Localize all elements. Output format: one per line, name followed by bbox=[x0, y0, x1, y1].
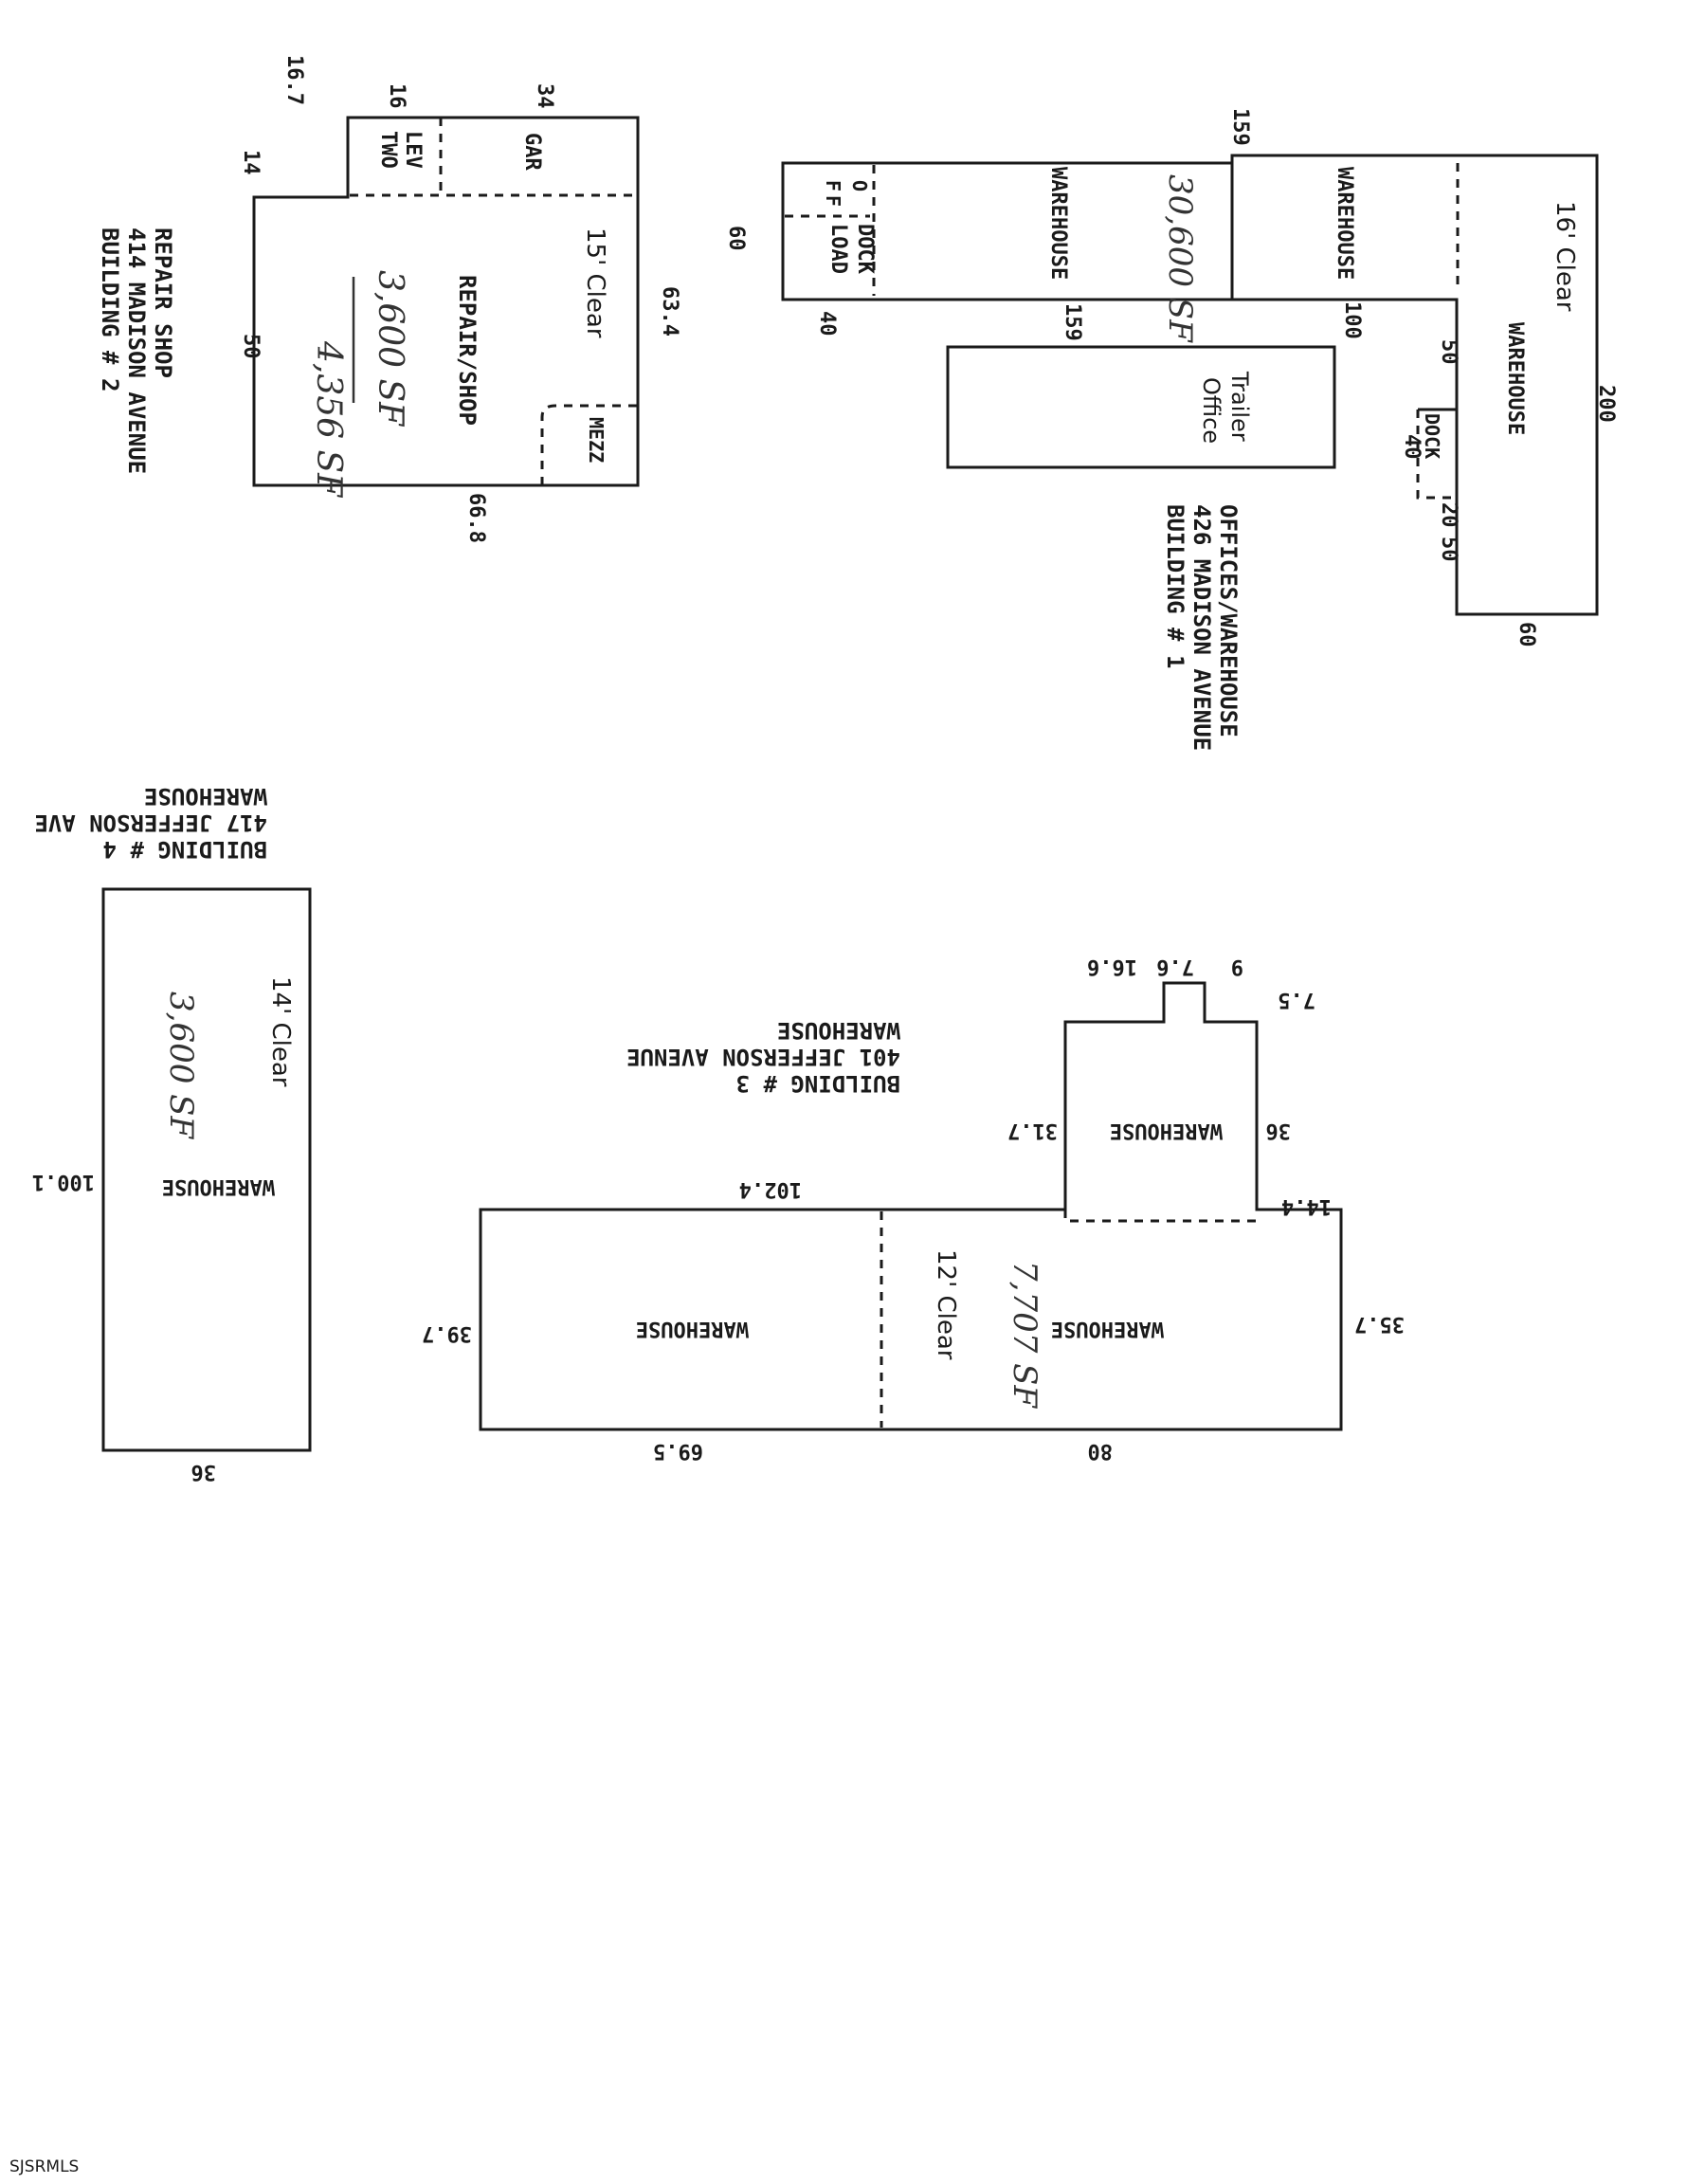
dim-b1-159-bot: 159 bbox=[1061, 303, 1084, 341]
building-3-heading: BUILDING # 3 401 JEFFERSON AVENUE WAREHO… bbox=[626, 1017, 900, 1097]
room-warehouse-c: WAREHOUSE bbox=[1503, 322, 1527, 435]
dim-b1-100: 100 bbox=[1340, 301, 1364, 339]
building-4-area: 3,600 SF bbox=[162, 992, 200, 1139]
dim-b3-9: 9 bbox=[1231, 955, 1243, 978]
dim-b3-7-5: 7.5 bbox=[1278, 988, 1315, 1011]
mls-watermark: SJSRMLS bbox=[9, 2157, 80, 2176]
svg-text:LOAD: LOAD bbox=[826, 224, 850, 274]
building-2-clear-height: 15' Clear bbox=[581, 228, 609, 338]
building-3-clear-height: 12' Clear bbox=[932, 1249, 960, 1360]
building-2: BUILDING # 2 414 MADISON AVENUE REPAIR S… bbox=[97, 55, 681, 543]
building-3-area: 7,707 SF bbox=[1006, 1261, 1043, 1409]
dim-b1-50b: 50 bbox=[1437, 537, 1460, 562]
dim-b1-40-dock: 40 bbox=[1400, 434, 1424, 460]
dim-b3-69-5: 69.5 bbox=[653, 1439, 703, 1463]
dim-b3-31-7: 31.7 bbox=[1007, 1119, 1058, 1142]
building-3-title: BUILDING # 3 bbox=[736, 1070, 900, 1097]
dim-b1-200: 200 bbox=[1594, 385, 1618, 423]
building-2-area: 4,356 SF bbox=[309, 340, 348, 499]
building-4: BUILDING # 4 417 JEFFERSON AVE WAREHOUSE… bbox=[32, 783, 312, 1483]
dim-b3-14-4: 14.4 bbox=[1281, 1194, 1332, 1218]
dim-b1-60-left: 60 bbox=[724, 226, 748, 251]
room-b3-warehouse-right: WAREHOUSE bbox=[1051, 1317, 1164, 1340]
building-1-use: OFFICES/WAREHOUSE bbox=[1215, 504, 1242, 737]
building-3: BUILDING # 3 401 JEFFERSON AVENUE WAREHO… bbox=[422, 955, 1405, 1463]
svg-text:O: O bbox=[848, 180, 871, 191]
room-b3-warehouse-top: WAREHOUSE bbox=[1110, 1119, 1223, 1142]
room-gar: GAR bbox=[520, 133, 544, 171]
svg-text:F: F bbox=[822, 180, 844, 191]
dim-b2-16-7: 16.7 bbox=[282, 55, 306, 105]
building-4-heading: BUILDING # 4 417 JEFFERSON AVE WAREHOUSE bbox=[34, 783, 267, 863]
dim-b1-60-bot: 60 bbox=[1515, 622, 1538, 647]
room-b4-warehouse: WAREHOUSE bbox=[162, 1174, 275, 1198]
dim-b1-20: 20 bbox=[1437, 502, 1460, 528]
building-3-address: 401 JEFFERSON AVENUE bbox=[626, 1044, 900, 1070]
room-repair-shop: REPAIR/SHOP bbox=[454, 275, 481, 426]
building-4-use: WAREHOUSE bbox=[144, 783, 267, 810]
office-trailer-label: Office Trailer bbox=[1198, 371, 1253, 444]
svg-text:Trailer: Trailer bbox=[1226, 371, 1253, 442]
dim-b3-80: 80 bbox=[1088, 1439, 1114, 1463]
dim-b1-40-left: 40 bbox=[815, 311, 839, 337]
dim-b1-50a: 50 bbox=[1437, 339, 1460, 365]
room-off: O F F bbox=[822, 180, 871, 207]
building-4-address: 417 JEFFERSON AVE bbox=[34, 810, 267, 836]
dim-b4-100-1: 100.1 bbox=[32, 1170, 95, 1193]
dim-b3-102-4: 102.4 bbox=[739, 1177, 802, 1201]
dim-b3-7-6: 7.6 bbox=[1156, 955, 1194, 978]
building-4-title: BUILDING # 4 bbox=[103, 836, 267, 863]
building-1: Office Trailer BUILDING # 1 426 MADISON … bbox=[724, 108, 1618, 751]
building-2-area-struck: 3,600 SF bbox=[371, 270, 409, 428]
building-1-area: 30,600 SF bbox=[1161, 174, 1199, 343]
room-dock: DOCK bbox=[1421, 413, 1443, 459]
room-warehouse-a: WAREHOUSE bbox=[1046, 167, 1070, 280]
dim-b2-34: 34 bbox=[533, 83, 556, 109]
room-two-lev: TWO LEV bbox=[376, 131, 425, 169]
dim-b1-159-top: 159 bbox=[1228, 108, 1252, 146]
svg-text:F: F bbox=[822, 195, 844, 207]
svg-text:LEV: LEV bbox=[401, 131, 425, 169]
building-1-heading: BUILDING # 1 426 MADISON AVENUE OFFICES/… bbox=[1162, 504, 1242, 751]
svg-text:DOCK: DOCK bbox=[853, 224, 877, 275]
room-mezz: MEZZ bbox=[585, 417, 608, 463]
building-2-use: REPAIR SHOP bbox=[150, 228, 176, 378]
building-3-use: WAREHOUSE bbox=[777, 1017, 900, 1044]
building-1-address: 426 MADISON AVENUE bbox=[1188, 504, 1215, 751]
dim-b2-66-8: 66.8 bbox=[464, 493, 488, 543]
building-1-title: BUILDING # 1 bbox=[1162, 504, 1188, 668]
room-b3-warehouse-left: WAREHOUSE bbox=[636, 1317, 749, 1340]
svg-text:Office: Office bbox=[1198, 377, 1224, 444]
building-2-heading: BUILDING # 2 414 MADISON AVENUE REPAIR S… bbox=[97, 228, 176, 474]
office-trailer bbox=[946, 345, 1336, 469]
building-1-clear-height: 16' Clear bbox=[1551, 201, 1579, 312]
dim-b4-36: 36 bbox=[191, 1460, 217, 1483]
building-4-clear-height: 14' Clear bbox=[266, 976, 295, 1087]
room-warehouse-b: WAREHOUSE bbox=[1333, 167, 1356, 280]
dim-b2-50: 50 bbox=[239, 334, 263, 359]
dim-b3-36: 36 bbox=[1266, 1119, 1292, 1142]
room-load-dock: LOAD DOCK bbox=[826, 224, 877, 275]
building-2-title: BUILDING # 2 bbox=[97, 228, 123, 391]
building-2-address: 414 MADISON AVENUE bbox=[123, 228, 150, 474]
dim-b3-35-7: 35.7 bbox=[1354, 1312, 1405, 1336]
svg-text:TWO: TWO bbox=[376, 131, 400, 169]
dim-b3-39-7: 39.7 bbox=[422, 1321, 472, 1345]
dim-b2-14: 14 bbox=[239, 150, 263, 175]
dim-b2-63-4: 63.4 bbox=[658, 286, 681, 337]
dim-b3-16-6: 16.6 bbox=[1087, 955, 1137, 978]
dim-b2-16: 16 bbox=[385, 83, 408, 109]
